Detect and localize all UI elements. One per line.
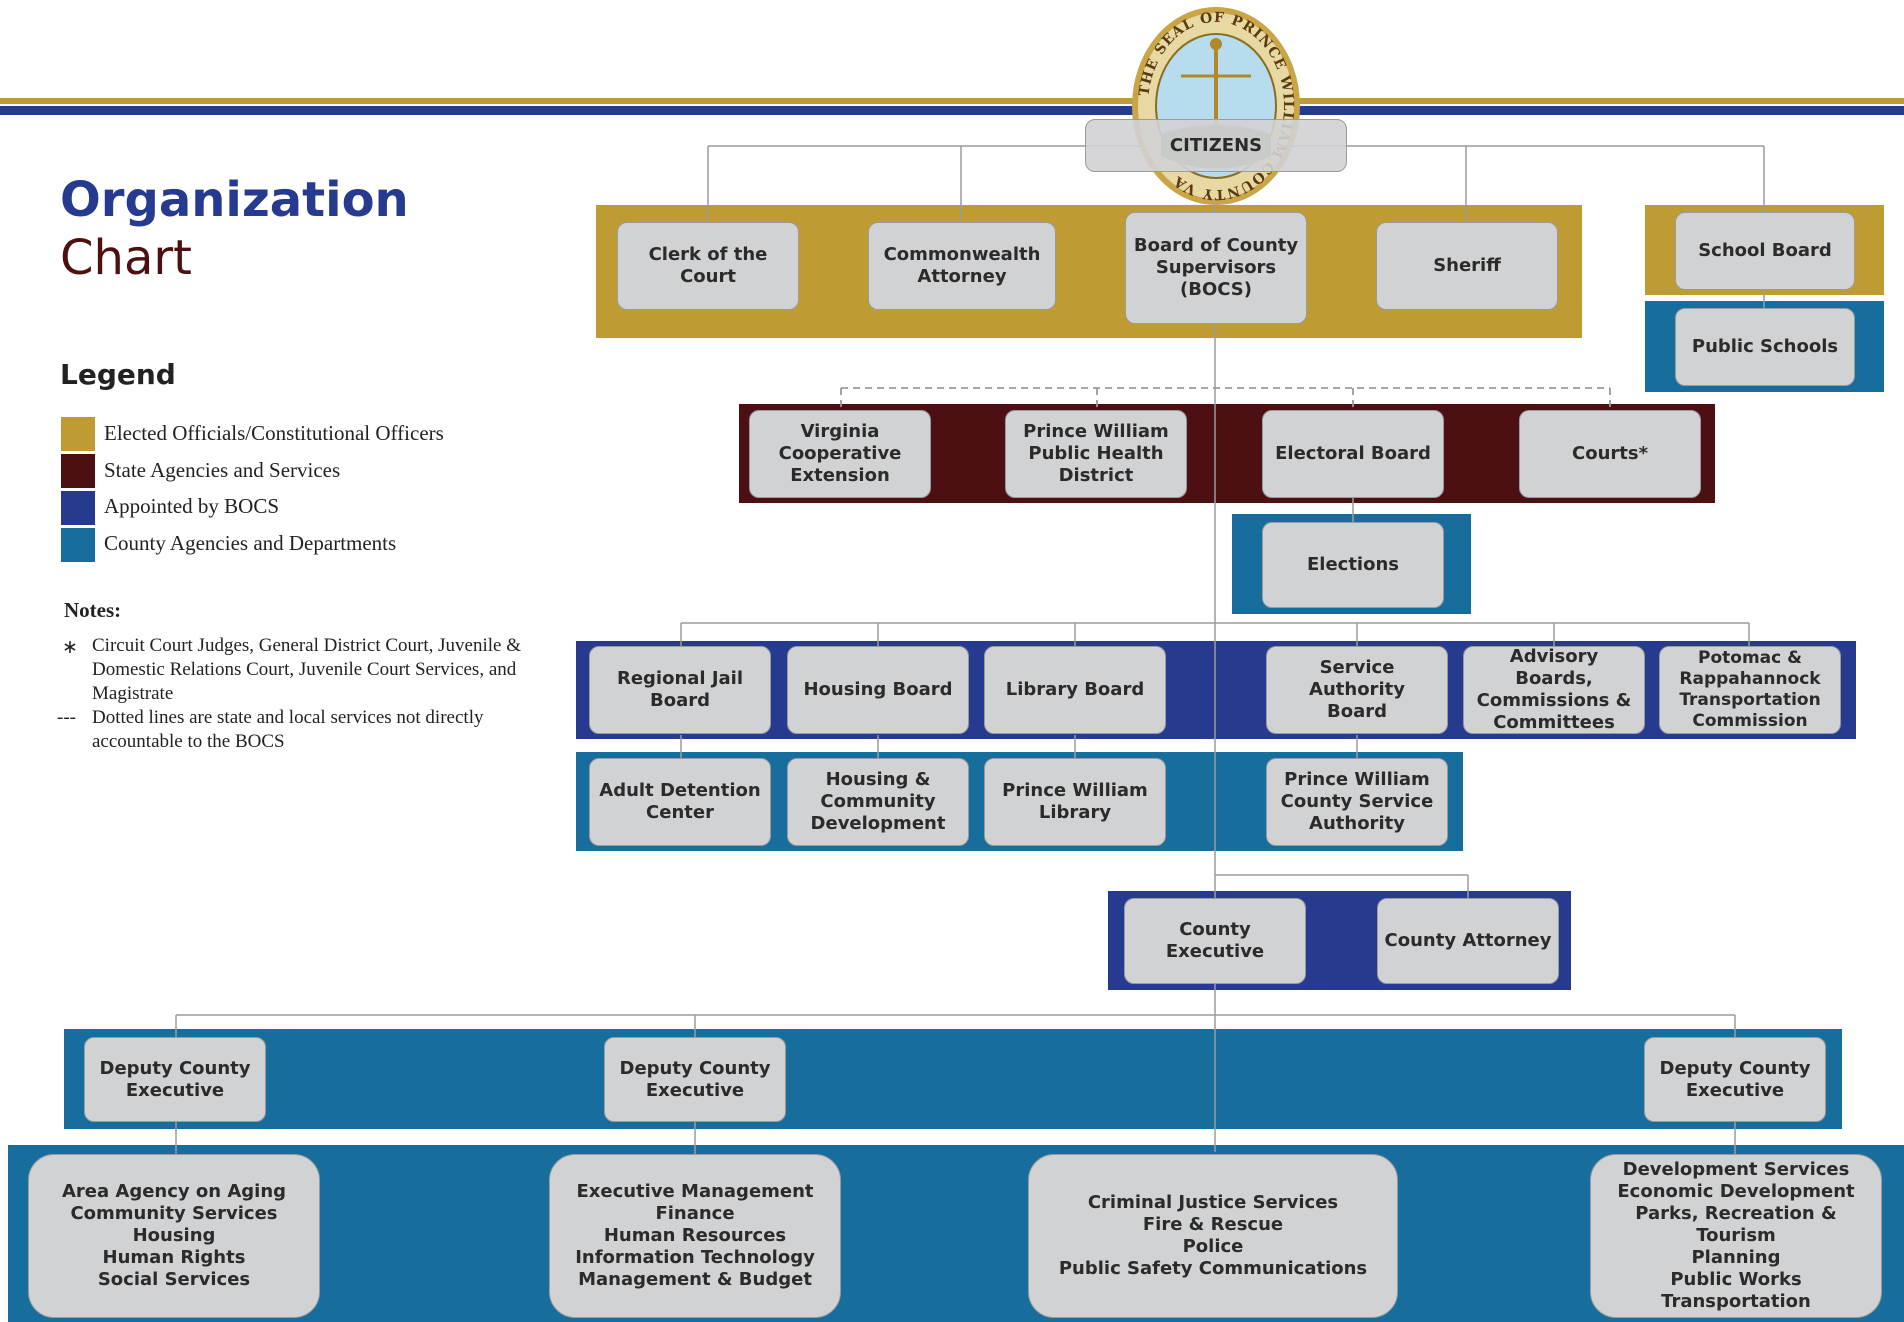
node-pw-public-health-district: Prince William Public Health District (1005, 410, 1187, 498)
node-clerk-of-the-court: Clerk of the Court (617, 222, 799, 310)
node-housing-board: Housing Board (787, 646, 969, 734)
node-bocs: Board of County Supervisors (BOCS) (1125, 212, 1307, 324)
node-service-authority-board: Service Authority Board (1266, 646, 1448, 734)
node-virginia-cooperative-extension: Virginia Cooperative Extension (749, 410, 931, 498)
node-potomac-rappahannock-tc: Potomac & Rappahannock Transportation Co… (1659, 646, 1841, 734)
node-housing-community-development: Housing & Community Development (787, 758, 969, 846)
page-title: Organization (60, 172, 409, 228)
note-dotted-mark: --- (57, 707, 76, 728)
legend-title: Legend (60, 358, 176, 391)
legend-label-county: County Agencies and Departments (104, 531, 397, 555)
node-deputy-county-executive-3: Deputy County Executive (1644, 1037, 1826, 1122)
node-elections: Elections (1262, 522, 1444, 608)
node-library-board: Library Board (984, 646, 1166, 734)
node-citizens: CITIZENS (1085, 119, 1347, 172)
legend-swatch-navy (61, 491, 95, 525)
node-courts: Courts* (1519, 410, 1701, 498)
node-regional-jail-board: Regional Jail Board (589, 646, 771, 734)
legend-label-elected: Elected Officials/Constitutional Officer… (104, 421, 444, 445)
node-commonwealth-attorney: Commonwealth Attorney (868, 222, 1056, 310)
note-courts: Circuit Court Judges, General District C… (92, 635, 522, 704)
node-department-group-general-government: Executive Management Finance Human Resou… (549, 1154, 841, 1318)
legend-swatch-gold (61, 417, 95, 451)
node-deputy-county-executive-1: Deputy County Executive (84, 1037, 266, 1122)
node-public-schools: Public Schools (1675, 308, 1855, 386)
node-department-group-human-services: Area Agency on Aging Community Services … (28, 1154, 320, 1318)
band-deputy-executives (64, 1029, 1842, 1129)
node-department-group-public-safety: Criminal Justice Services Fire & Rescue … (1028, 1154, 1398, 1318)
node-sheriff: Sheriff (1376, 222, 1558, 310)
node-county-executive: County Executive (1124, 898, 1306, 984)
note-dotted-lines: Dotted lines are state and local service… (92, 707, 484, 752)
node-electoral-board: Electoral Board (1262, 410, 1444, 498)
legend-swatch-maroon (61, 454, 95, 488)
header-stripe-navy (0, 106, 1904, 115)
legend-swatch-teal (61, 528, 95, 562)
node-pw-library: Prince William Library (984, 758, 1166, 846)
notes-title: Notes: (64, 598, 122, 622)
node-county-attorney: County Attorney (1377, 898, 1559, 984)
node-school-board: School Board (1675, 212, 1855, 290)
legend-label-appointed: Appointed by BOCS (104, 494, 280, 518)
node-department-group-community-development: Development Services Economic Developmen… (1590, 1154, 1882, 1318)
legend-label-state: State Agencies and Services (104, 458, 341, 482)
note-asterisk-mark: ∗ (62, 637, 78, 658)
county-seal-logo: THE SEAL OF PRINCE WILLIAM COUNTY VA (1132, 7, 1300, 205)
node-deputy-county-executive-2: Deputy County Executive (604, 1037, 786, 1122)
page-subtitle: Chart (60, 230, 192, 286)
node-advisory-boards: Advisory Boards, Commissions & Committee… (1463, 646, 1645, 734)
node-adult-detention-center: Adult Detention Center (589, 758, 771, 846)
band-departments (8, 1145, 1904, 1322)
header-stripe-gold (0, 98, 1904, 104)
node-pw-county-service-authority: Prince William County Service Authority (1266, 758, 1448, 846)
